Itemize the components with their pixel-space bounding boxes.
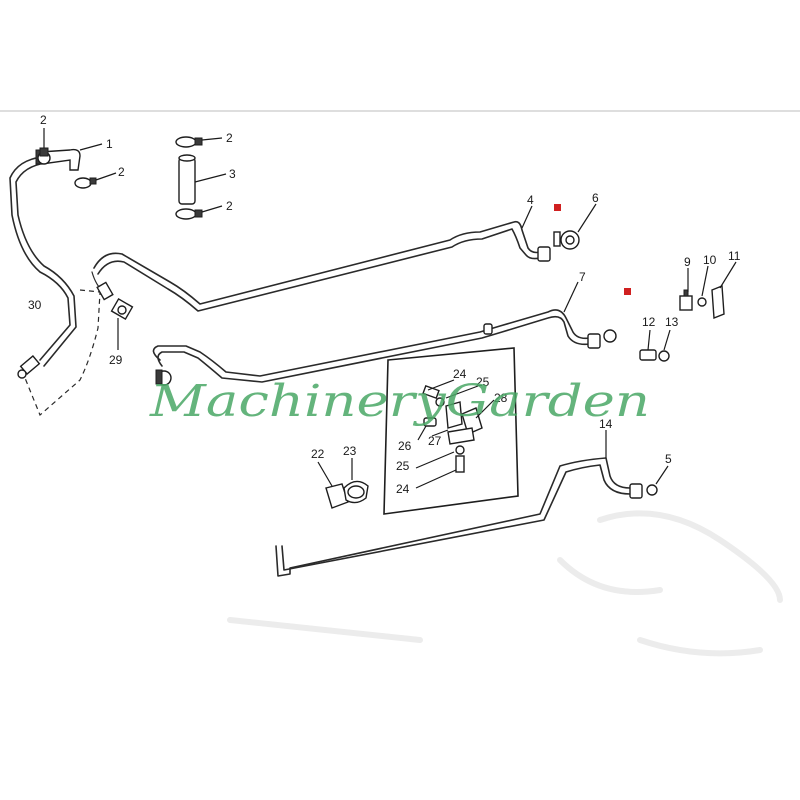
part-2-clamp-left	[37, 128, 117, 189]
callout-2: 2	[118, 165, 125, 179]
callout-25: 25	[476, 375, 490, 389]
callout-26: 26	[398, 439, 412, 453]
callout-22: 22	[311, 447, 325, 461]
callout-25: 25	[396, 459, 410, 473]
part-6-fitting	[553, 203, 597, 250]
red-marker-a	[554, 204, 561, 211]
part-3-hose	[175, 136, 227, 220]
callout-12: 12	[642, 315, 656, 329]
watermark-text: MachineryGarden	[149, 376, 650, 427]
part-29-banjo	[91, 271, 134, 350]
callout-2: 2	[226, 199, 233, 213]
red-marker-b	[624, 288, 631, 295]
callout-9: 9	[684, 255, 691, 269]
callout-14: 14	[599, 417, 613, 431]
parts-22-23-clamps	[317, 458, 369, 509]
pipe-7	[152, 281, 631, 386]
callout-30: 30	[28, 298, 42, 312]
pipe-4	[93, 205, 551, 312]
callout-4: 4	[527, 193, 534, 207]
callout-7: 7	[579, 270, 586, 284]
callout-27: 27	[428, 434, 442, 448]
bracket-box-24-28	[383, 347, 519, 515]
callout-13: 13	[665, 315, 679, 329]
callout-24: 24	[396, 482, 410, 496]
pipe-14	[275, 430, 669, 577]
callout-2: 2	[226, 131, 233, 145]
callout-5: 5	[665, 452, 672, 466]
callout-24: 24	[453, 367, 467, 381]
callout-3: 3	[229, 167, 236, 181]
callout-labels: 2 1 2 2 3 2 4 6 7 9 10 11 12 13 14 5 30 …	[28, 113, 741, 496]
callout-29: 29	[109, 353, 123, 367]
background-artifacts	[227, 510, 783, 657]
callout-28: 28	[494, 391, 508, 405]
pipe-30	[9, 156, 101, 417]
callout-2: 2	[40, 113, 47, 127]
callout-1: 1	[106, 137, 113, 151]
callout-10: 10	[703, 253, 717, 267]
callout-6: 6	[592, 191, 599, 205]
callout-11: 11	[728, 249, 741, 263]
parts-9-13-assembly	[639, 261, 737, 362]
callout-23: 23	[343, 444, 357, 458]
